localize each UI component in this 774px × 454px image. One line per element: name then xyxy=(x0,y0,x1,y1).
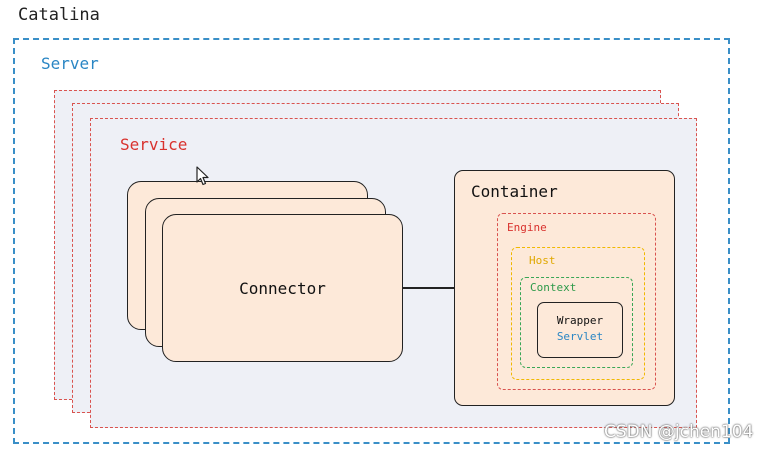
server-title: Server xyxy=(41,54,99,73)
wrapper-box xyxy=(537,302,623,358)
connector-container-link xyxy=(402,287,455,289)
servlet-title: Servlet xyxy=(556,330,604,343)
host-title: Host xyxy=(529,254,556,267)
context-box xyxy=(520,277,633,368)
wrapper-title: Wrapper xyxy=(556,314,604,327)
container-title: Container xyxy=(471,182,558,201)
mouse-cursor-icon xyxy=(196,166,209,186)
container-box xyxy=(454,170,675,406)
host-box xyxy=(511,247,645,380)
connector-label: Connector xyxy=(239,278,326,298)
connector-card-front xyxy=(162,214,403,362)
service-title: Service xyxy=(120,135,188,154)
watermark: CSDN @jchen104 xyxy=(604,422,754,442)
engine-box xyxy=(497,213,656,390)
server-box xyxy=(13,38,730,444)
engine-title: Engine xyxy=(507,221,547,234)
context-title: Context xyxy=(530,281,577,294)
catalina-title: Catalina xyxy=(18,5,100,25)
